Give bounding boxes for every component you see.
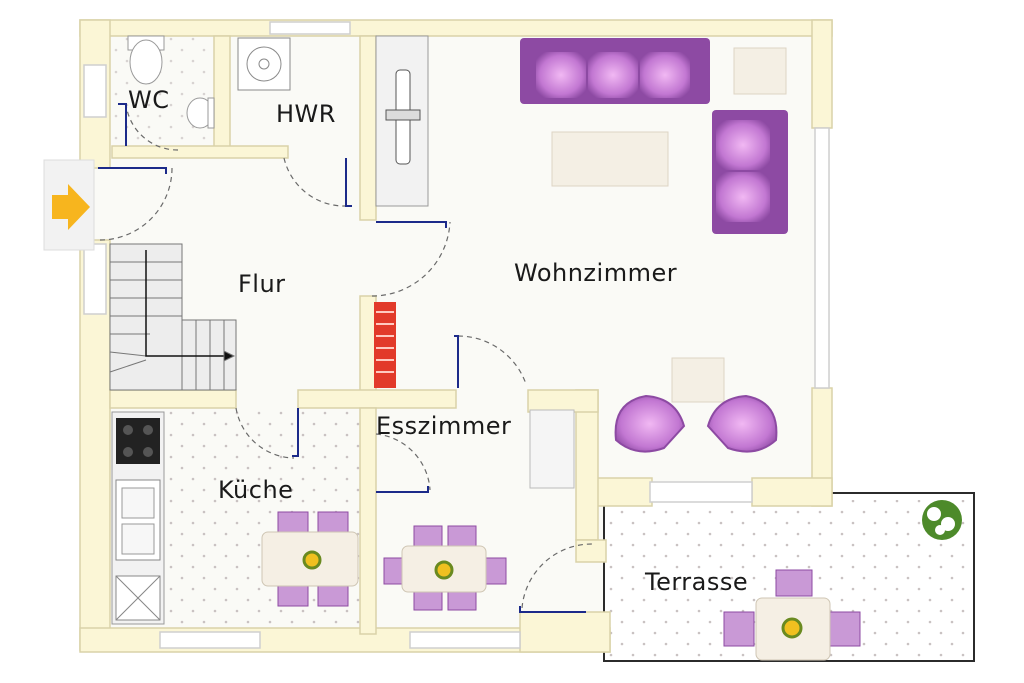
- kitchen-table: [261, 511, 359, 607]
- chimney: [375, 35, 429, 207]
- room-label-terrasse: Terrasse: [645, 568, 749, 596]
- windows: [83, 21, 830, 649]
- room-label-hwr: HWR: [276, 100, 336, 128]
- terrace-table: [723, 569, 861, 661]
- armchair-right: [706, 394, 778, 453]
- room-label-flur: Flur: [238, 270, 286, 298]
- washing-machine: [237, 37, 291, 91]
- side-table: [733, 47, 787, 95]
- door-marks: [98, 103, 586, 613]
- heater: [374, 302, 396, 388]
- plant-icon: [922, 500, 962, 540]
- stove: [116, 418, 160, 464]
- coffee-table: [551, 131, 669, 187]
- door-swings: [99, 103, 593, 609]
- room-label-esszimmer: Esszimmer: [376, 412, 512, 440]
- room-label-wohnzimmer: Wohnzimmer: [514, 259, 678, 287]
- wc-fixtures: [127, 35, 215, 129]
- sofa-top: [520, 38, 710, 104]
- lamp-table: [671, 357, 725, 403]
- armchair-left: [614, 394, 686, 453]
- sofa-right: [712, 110, 788, 234]
- kitchen-counter: [111, 411, 165, 625]
- entry-arrow-icon: [43, 159, 95, 251]
- room-label-wc: WC: [128, 86, 170, 114]
- dining-table: [383, 525, 507, 611]
- room-label-kueche: Küche: [218, 476, 294, 504]
- staircase-icon: [109, 243, 237, 391]
- sideboard: [529, 409, 575, 489]
